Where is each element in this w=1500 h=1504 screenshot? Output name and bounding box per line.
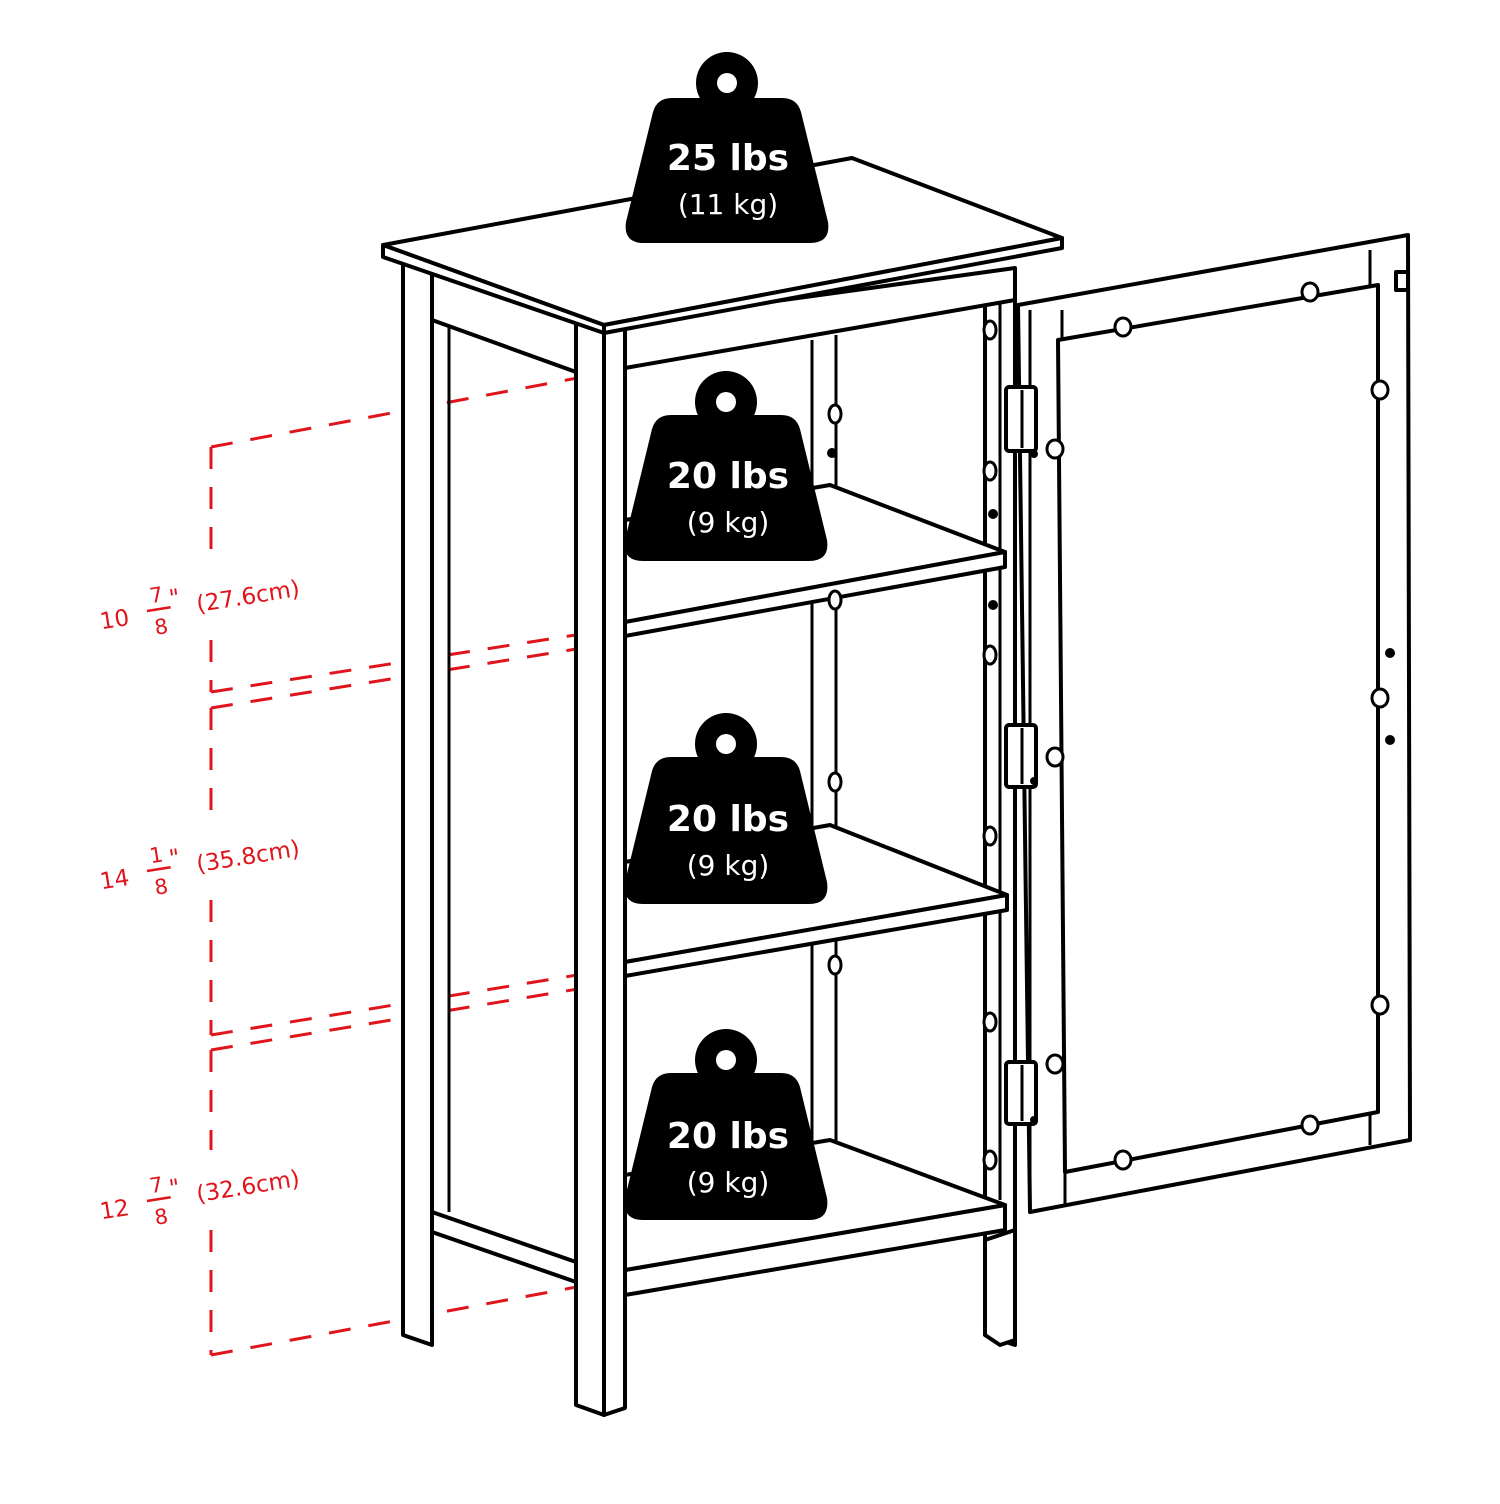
dim-numerator: 7: [148, 1172, 165, 1198]
weight-icon: [625, 52, 829, 243]
dim-metric: (27.6cm): [195, 576, 302, 618]
weight-badge-top: 25 lbs (11 kg): [625, 52, 829, 243]
weight-label: 20 lbs: [667, 456, 789, 497]
dim-metric: (32.6cm): [195, 1166, 302, 1208]
dim-denominator: 8: [153, 1204, 170, 1230]
dim-inch-mark: ": [167, 585, 182, 612]
dim-whole: 12: [98, 1195, 131, 1225]
dimension-label-bottom: 12 7 8 " (32.6cm): [98, 1166, 302, 1230]
dimension-label-middle: 14 1 8 " (35.8cm): [98, 836, 302, 900]
dim-numerator: 7: [148, 582, 165, 608]
weight-badge-shelf-2: 20 lbs (9 kg): [624, 713, 828, 904]
hinge-icon: [1004, 723, 1038, 789]
dim-inch-mark: ": [167, 1175, 182, 1202]
weight-icon: [624, 713, 828, 904]
dim-whole: 10: [98, 605, 131, 635]
weight-label: 20 lbs: [667, 799, 789, 840]
dim-denominator: 8: [153, 614, 170, 640]
weight-label: 25 lbs: [667, 138, 789, 179]
dimension-label-top: 10 7 8 " (27.6cm): [98, 576, 302, 640]
weight-icon: [624, 371, 828, 561]
dim-whole: 14: [98, 865, 131, 895]
dim-inch-mark: ": [167, 845, 182, 872]
dim-metric: (35.8cm): [195, 836, 302, 878]
weight-metric: (9 kg): [687, 506, 770, 539]
hinge-icon: [1004, 385, 1038, 458]
weight-metric: (9 kg): [687, 1166, 770, 1199]
weight-metric: (9 kg): [687, 849, 770, 882]
dim-numerator: 1: [148, 842, 165, 868]
weight-badge-shelf-3: 20 lbs (9 kg): [624, 1029, 828, 1220]
shelf-pin-holes: [827, 319, 998, 1171]
weight-label: 20 lbs: [667, 1116, 789, 1157]
weight-metric: (11 kg): [678, 188, 778, 221]
cabinet-door: [1004, 233, 1412, 1214]
weight-badge-shelf-1: 20 lbs (9 kg): [624, 371, 828, 561]
weight-icon: [624, 1029, 828, 1220]
dim-denominator: 8: [153, 874, 170, 900]
hinge-icon: [1004, 1060, 1038, 1126]
